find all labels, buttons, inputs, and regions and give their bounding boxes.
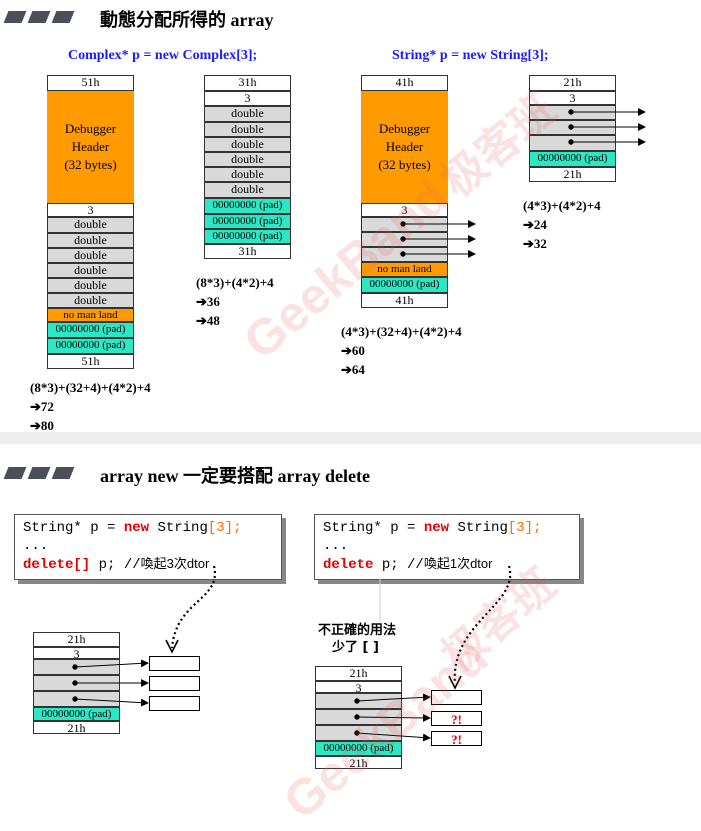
double-cell: double xyxy=(204,106,291,122)
pad-cell: 00000000 (pad) xyxy=(361,277,448,293)
complex-declaration: Complex* p = new Complex[3]; xyxy=(68,48,258,63)
string-object xyxy=(431,690,482,705)
double-cell: double xyxy=(47,278,134,293)
cookie-bottom: 21h xyxy=(529,167,616,182)
string-object xyxy=(149,676,200,691)
leaked-string-object: ?! xyxy=(431,731,482,747)
complex-debug-calc: (8*3)+(32+4)+(4*2)+4 ➔72 ➔80 xyxy=(30,380,151,433)
pad-cell: 00000000 (pad) xyxy=(33,707,120,721)
no-man-land: no man land xyxy=(47,308,134,322)
cookie-bottom: 51h xyxy=(47,354,134,369)
element-count: 3 xyxy=(33,647,120,659)
debugger-header-text: Debugger Header (32 bytes) xyxy=(378,121,431,172)
element-count: 3 xyxy=(315,681,402,693)
cookie-top: 21h xyxy=(33,632,120,647)
cookie-top: 41h xyxy=(361,75,448,91)
debugger-header-text: Debugger Header (32 bytes) xyxy=(64,121,117,172)
pad-cell: 00000000 (pad) xyxy=(529,151,616,167)
pad-cell: 00000000 (pad) xyxy=(315,741,402,756)
cookie-top: 21h xyxy=(315,666,402,681)
cookie-bottom: 21h xyxy=(33,721,120,734)
string-object xyxy=(149,656,200,671)
double-cell: double xyxy=(47,293,134,308)
string-declaration: String* p = new String[3]; xyxy=(392,48,549,63)
code-box-correct: String* p = new String[3]; ... delete[] … xyxy=(14,514,282,580)
debugger-header xyxy=(47,91,134,203)
section-title: 動態分配所得的 array xyxy=(100,10,274,30)
pad-cell: 00000000 (pad) xyxy=(204,198,291,214)
cookie-top: 31h xyxy=(204,75,291,91)
leaked-string-object: ?! xyxy=(431,711,482,727)
element-count: 3 xyxy=(529,91,616,105)
double-cell: double xyxy=(47,248,134,263)
string-debug-calc: (4*3)+(32+4)+(4*2)+4 ➔60 ➔64 xyxy=(341,324,462,377)
string-object xyxy=(149,696,200,711)
section-divider xyxy=(0,432,701,444)
double-cell: double xyxy=(47,233,134,248)
double-cell: double xyxy=(204,182,291,198)
pointer-arrows xyxy=(72,108,646,742)
element-count: 3 xyxy=(47,203,134,217)
no-man-land: no man land xyxy=(361,262,448,277)
cookie-top: 21h xyxy=(529,75,616,91)
complex-release-calc: (8*3)+(4*2)+4 ➔36 ➔48 xyxy=(196,275,274,328)
pad-cell: 00000000 (pad) xyxy=(204,229,291,244)
double-cell: double xyxy=(47,217,134,233)
double-cell: double xyxy=(204,167,291,182)
double-cell: double xyxy=(204,137,291,152)
double-cell: double xyxy=(47,263,134,278)
cookie-bottom: 41h xyxy=(361,293,448,308)
element-count: 3 xyxy=(361,203,448,217)
incorrect-usage-note: 不正確的用法 少了 [ ] xyxy=(318,623,397,655)
string-release-calc: (4*3)+(4*2)+4 ➔24 ➔32 xyxy=(523,198,601,251)
double-cell: double xyxy=(204,122,291,137)
double-cell: double xyxy=(204,152,291,167)
pad-cell: 00000000 (pad) xyxy=(204,214,291,229)
pad-cell: 00000000 (pad) xyxy=(47,322,134,338)
pad-cell: 00000000 (pad) xyxy=(47,338,134,354)
cookie-bottom: 21h xyxy=(315,756,402,769)
debugger-header xyxy=(361,91,448,203)
section-title: array new 一定要搭配 array delete xyxy=(100,466,370,486)
cookie-top: 51h xyxy=(47,75,134,91)
code-box-incorrect: String* p = new String[3]; ... delete p;… xyxy=(314,514,580,580)
element-count: 3 xyxy=(204,91,291,106)
cookie-bottom: 31h xyxy=(204,244,291,259)
